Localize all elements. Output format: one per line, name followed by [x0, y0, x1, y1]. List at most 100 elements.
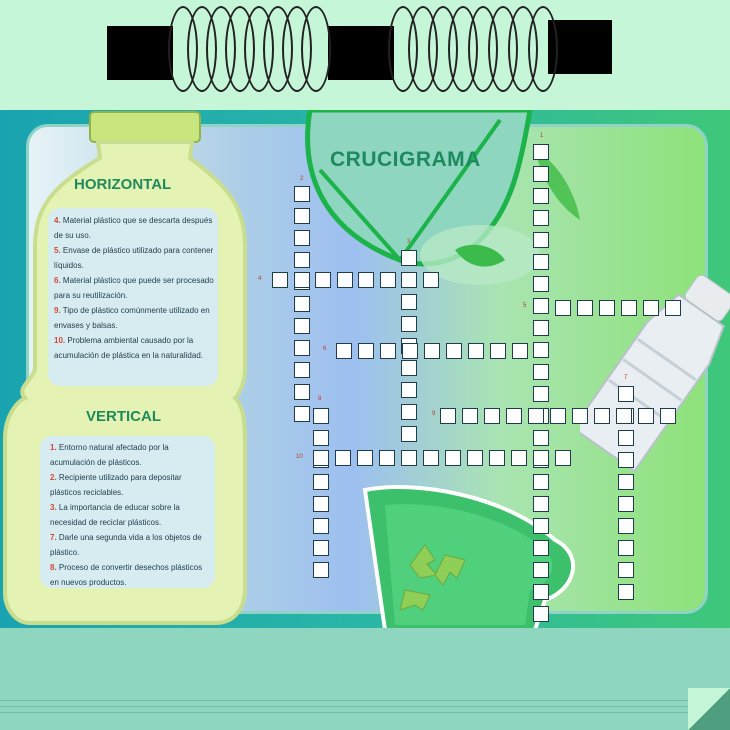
crossword-cell[interactable]: [533, 298, 549, 314]
crossword-cell[interactable]: [401, 360, 417, 376]
crossword-cell[interactable]: [462, 408, 478, 424]
crossword-cell[interactable]: [533, 606, 549, 622]
crossword-cell[interactable]: [294, 362, 310, 378]
crossword-cell[interactable]: [313, 450, 329, 466]
crossword-cell[interactable]: [665, 300, 681, 316]
crossword-cell[interactable]: [313, 408, 329, 424]
crossword-cell[interactable]: [468, 343, 484, 359]
crossword-cell[interactable]: [313, 518, 329, 534]
crossword-cell[interactable]: [533, 518, 549, 534]
crossword-cell[interactable]: [335, 450, 351, 466]
crossword-cell[interactable]: [638, 408, 654, 424]
crossword-cell[interactable]: [422, 272, 439, 288]
crossword-cell[interactable]: [618, 584, 634, 600]
crossword-cell[interactable]: [294, 252, 310, 268]
crossword-cell[interactable]: [512, 343, 528, 359]
crossword-cell[interactable]: [489, 450, 505, 466]
crossword-cell[interactable]: [599, 300, 615, 316]
crossword-cell[interactable]: [533, 562, 549, 578]
crossword-cell[interactable]: [358, 343, 374, 359]
crossword-cell[interactable]: [294, 318, 310, 334]
crossword-cell[interactable]: [577, 300, 593, 316]
crossword-cell[interactable]: [621, 300, 637, 316]
crossword-cell[interactable]: [446, 343, 462, 359]
crossword-cell[interactable]: [506, 408, 522, 424]
crossword-cell[interactable]: [358, 272, 374, 288]
crossword-cell[interactable]: [336, 272, 353, 288]
crossword-cell[interactable]: [315, 272, 331, 288]
crossword-cell[interactable]: [272, 272, 288, 288]
crossword-cell[interactable]: [533, 474, 549, 490]
crossword-cell[interactable]: [533, 210, 549, 226]
crossword-cell[interactable]: [294, 208, 310, 224]
crossword-cell[interactable]: [618, 452, 634, 468]
crossword-cell[interactable]: [313, 562, 329, 578]
crossword-cell[interactable]: [313, 430, 329, 446]
crossword-cell[interactable]: [533, 166, 549, 182]
crossword-cell[interactable]: [660, 408, 676, 424]
crossword-cell[interactable]: [490, 343, 506, 359]
crossword-cell[interactable]: [533, 232, 549, 248]
crossword-cell[interactable]: [533, 540, 549, 556]
crossword-cell[interactable]: [618, 430, 634, 446]
crossword-cell[interactable]: [401, 450, 417, 466]
crossword-cell[interactable]: [440, 408, 456, 424]
crossword-cell[interactable]: [618, 518, 634, 534]
crossword-cell[interactable]: [467, 450, 483, 466]
crossword-cell[interactable]: [294, 406, 310, 422]
crossword-cell[interactable]: [401, 272, 417, 288]
crossword-cell[interactable]: [594, 408, 610, 424]
crossword-cell[interactable]: [294, 340, 310, 356]
crossword-cell[interactable]: [294, 186, 310, 202]
crossword-cell[interactable]: [616, 408, 632, 424]
crossword-cell[interactable]: [401, 250, 417, 266]
crossword-cell[interactable]: [555, 300, 571, 316]
crossword-cell[interactable]: [533, 276, 549, 292]
crossword-cell[interactable]: [423, 450, 439, 466]
crossword-cell[interactable]: [401, 294, 417, 310]
crossword-cell[interactable]: [618, 474, 634, 490]
crossword-cell[interactable]: [533, 584, 549, 600]
crossword-cell[interactable]: [533, 144, 549, 160]
crossword-cell[interactable]: [533, 364, 549, 380]
crossword-cell[interactable]: [533, 342, 549, 358]
crossword-cell[interactable]: [618, 540, 634, 556]
crossword-cell[interactable]: [533, 386, 549, 402]
clue-number-label: 3: [407, 239, 411, 245]
crossword-cell[interactable]: [484, 408, 500, 424]
crossword-cell[interactable]: [618, 496, 634, 512]
crossword-cell[interactable]: [294, 230, 310, 246]
crossword-cell[interactable]: [572, 408, 588, 424]
crossword-cell[interactable]: [533, 496, 549, 512]
crossword-cell[interactable]: [379, 450, 395, 466]
crossword-cell[interactable]: [380, 343, 396, 359]
crossword-cell[interactable]: [528, 408, 544, 424]
crossword-cell[interactable]: [555, 450, 571, 466]
crossword-cell[interactable]: [401, 404, 417, 420]
crossword-cell[interactable]: [533, 188, 549, 204]
crossword-cell[interactable]: [379, 272, 396, 288]
crossword-cell[interactable]: [550, 408, 566, 424]
crossword-cell[interactable]: [618, 386, 634, 402]
crossword-cell[interactable]: [424, 343, 440, 359]
crossword-cell[interactable]: [357, 450, 373, 466]
crossword-cell[interactable]: [313, 496, 329, 512]
crossword-cell[interactable]: [511, 450, 527, 466]
crossword-cell[interactable]: [533, 430, 549, 446]
crossword-cell[interactable]: [618, 562, 634, 578]
crossword-cell[interactable]: [294, 296, 310, 312]
crossword-cell[interactable]: [401, 426, 417, 442]
crossword-cell[interactable]: [293, 272, 310, 288]
crossword-cell[interactable]: [294, 384, 310, 400]
crossword-cell[interactable]: [533, 320, 549, 336]
crossword-cell[interactable]: [445, 450, 461, 466]
crossword-cell[interactable]: [533, 254, 549, 270]
crossword-cell[interactable]: [643, 300, 659, 316]
crossword-cell[interactable]: [402, 343, 418, 359]
crossword-cell[interactable]: [401, 382, 417, 398]
crossword-cell[interactable]: [533, 450, 549, 466]
crossword-cell[interactable]: [313, 474, 329, 490]
crossword-cell[interactable]: [313, 540, 329, 556]
crossword-cell[interactable]: [401, 316, 417, 332]
crossword-cell[interactable]: [336, 343, 352, 359]
